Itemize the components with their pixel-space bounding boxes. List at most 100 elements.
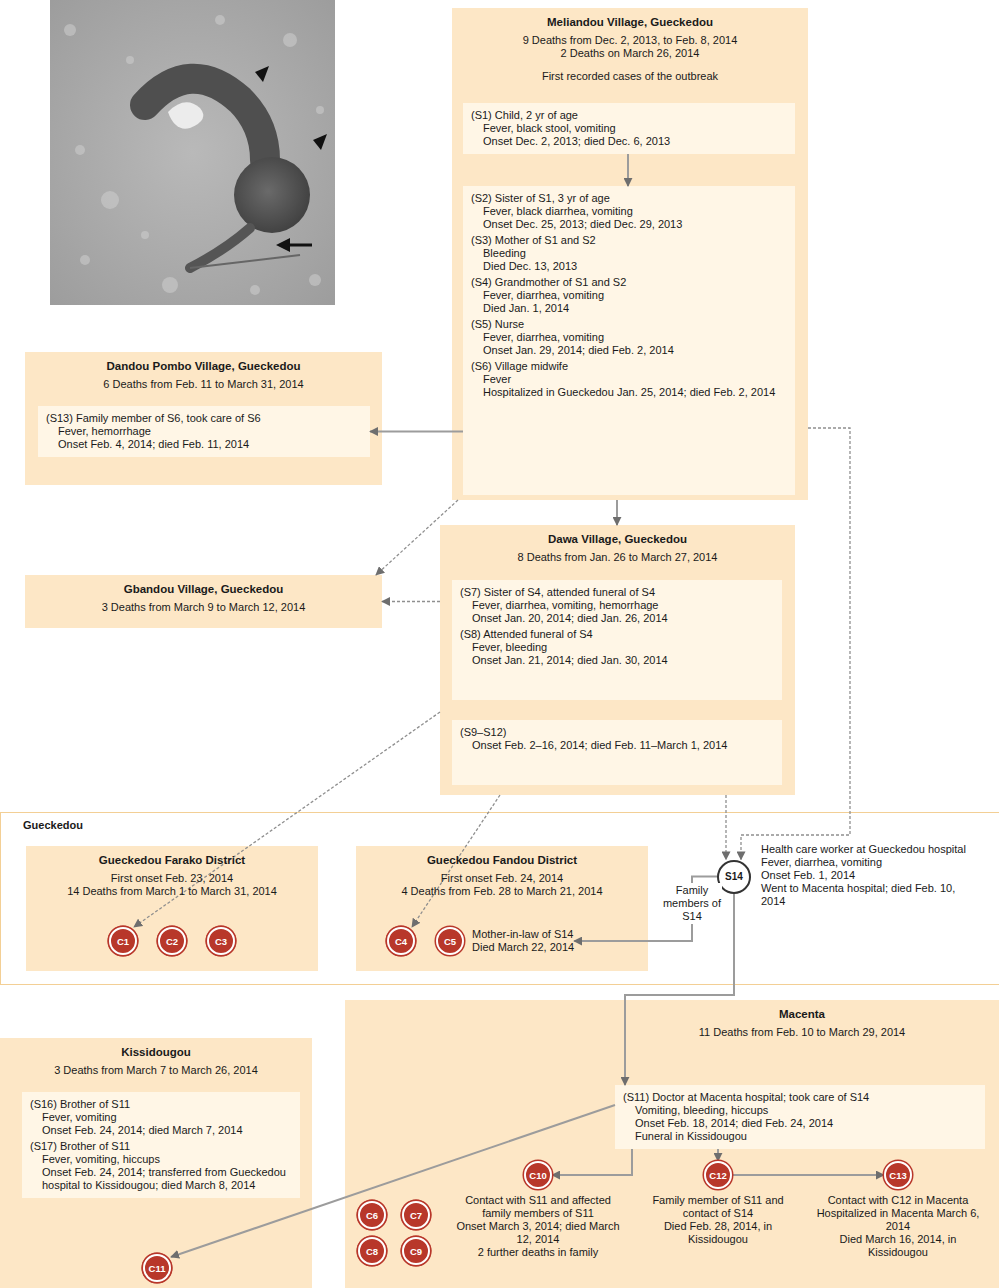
case-detail: Fever, diarrhea, vomiting	[761, 856, 976, 869]
case-circle: C13Contact with C12 in MacentaHospitaliz…	[813, 1161, 983, 1259]
case-detail: Died March 22, 2014	[472, 941, 574, 954]
case-label: (S16) Brother of S11	[30, 1098, 292, 1111]
case-detail: Onset Feb. 2–16, 2014; died Feb. 11–Marc…	[460, 739, 774, 752]
case-detail: Funeral in Kissidougou	[623, 1130, 977, 1143]
case-detail: Died Jan. 1, 2014	[471, 302, 787, 315]
case-description: Contact with S11 and affected family mem…	[453, 1194, 623, 1259]
case-detail: Contact with C12 in Macenta	[813, 1194, 983, 1207]
case-number: C10	[524, 1161, 552, 1189]
case-label: (S3) Mother of S1 and S2	[471, 234, 787, 247]
case-detail: Onset Feb. 24, 2014; transferred from Gu…	[30, 1166, 292, 1192]
case-circle: C2	[158, 927, 186, 955]
case-detail: Fever, diarrhea, vomiting, hemorrhage	[460, 599, 774, 612]
case-detail: Fever, bleeding	[460, 641, 774, 654]
case-box: (S7) Sister of S4, attended funeral of S…	[452, 580, 782, 700]
case-detail: Died Dec. 13, 2013	[471, 260, 787, 273]
case-detail: Fever, diarrhea, vomiting	[471, 289, 787, 302]
box-note: 2 Deaths on March 26, 2014	[462, 47, 798, 60]
arrowhead-marks	[255, 66, 327, 252]
case-box: (S9–S12)Onset Feb. 2–16, 2014; died Feb.…	[452, 720, 782, 785]
connector	[616, 500, 618, 525]
town-box: Kissidougou3 Deaths from March 7 to Marc…	[0, 1038, 312, 1288]
case-detail: Onset March 3, 2014; died March 12, 2014	[453, 1220, 623, 1246]
case-label: (S5) Nurse	[471, 318, 787, 331]
case-number: C6	[358, 1201, 386, 1229]
case-detail: Fever, hemorrhage	[46, 425, 362, 438]
district-box: Gueckedou Farako DistrictFirst onset Feb…	[26, 846, 318, 971]
case-circle: C9	[402, 1237, 430, 1265]
case-detail: Onset Jan. 21, 2014; died Jan. 30, 2014	[460, 654, 774, 667]
case-box: (S11) Doctor at Macenta hospital; took c…	[615, 1085, 985, 1149]
case-number: C2	[158, 927, 186, 955]
case-circle: C12Family member of S11 and contact of S…	[643, 1161, 793, 1246]
micrograph	[50, 0, 335, 305]
case-detail: Bleeding	[471, 247, 787, 260]
box-note: 6 Deaths from Feb. 11 to March 31, 2014	[35, 378, 372, 391]
micrograph-ground	[50, 0, 335, 305]
box-heading: Macenta	[615, 1008, 989, 1021]
case-box: (S16) Brother of S11Fever, vomitingOnset…	[22, 1092, 300, 1198]
case-detail: Onset Jan. 20, 2014; died Jan. 26, 2014	[460, 612, 774, 625]
edge-label: Family members of S14	[662, 883, 722, 924]
case-number: C5	[436, 927, 464, 955]
village-box: Meliandou Village, Gueckedou9 Deaths fro…	[452, 8, 808, 500]
case-circle: C1	[109, 927, 137, 955]
case-label: (S1) Child, 2 yr of age	[471, 109, 787, 122]
case-number: C11	[143, 1254, 171, 1282]
connector	[370, 431, 463, 433]
box-heading: Dandou Pombo Village, Gueckedou	[35, 360, 372, 373]
case-label: (S13) Family member of S6, took care of …	[46, 412, 362, 425]
case-detail: Fever, diarrhea, vomiting	[471, 331, 787, 344]
case-label: (S2) Sister of S1, 3 yr of age	[471, 192, 787, 205]
case-label: (S4) Grandmother of S1 and S2	[471, 276, 787, 289]
case-label: (S8) Attended funeral of S4	[460, 628, 774, 641]
case-label: (S7) Sister of S4, attended funeral of S…	[460, 586, 774, 599]
box-note: 4 Deaths from Feb. 28 to March 21, 2014	[366, 885, 638, 898]
case-circle: C7	[402, 1201, 430, 1229]
case-detail: Contact with S11 and affected family mem…	[453, 1194, 623, 1220]
case-detail: Onset Feb. 1, 2014	[761, 869, 976, 882]
case-number: C8	[358, 1237, 386, 1265]
case-detail: Died Feb. 28, 2014, in Kissidougou	[643, 1220, 793, 1246]
case-number: C4	[387, 927, 415, 955]
case-circle: C4	[387, 927, 415, 955]
village-box: Dawa Village, Gueckedou8 Deaths from Jan…	[440, 525, 795, 795]
case-circle: C8	[358, 1237, 386, 1265]
case-circle: C6	[358, 1201, 386, 1229]
district-box: Gueckedou Fandou DistrictFirst onset Feb…	[356, 846, 648, 971]
case-detail: Onset Feb. 24, 2014; died March 7, 2014	[30, 1124, 292, 1137]
box-note: 11 Deaths from Feb. 10 to March 29, 2014	[615, 1026, 989, 1039]
case-circle: C3	[207, 927, 235, 955]
case-box: (S13) Family member of S6, took care of …	[38, 406, 370, 457]
case-detail: Fever, black stool, vomiting	[471, 122, 787, 135]
case-number: C7	[402, 1201, 430, 1229]
box-heading: Kissidougou	[10, 1046, 302, 1059]
case-number: C3	[207, 927, 235, 955]
case-detail: 2 further deaths in family	[453, 1246, 623, 1259]
box-heading: Gbandou Village, Gueckedou	[35, 583, 372, 596]
case-box: (S2) Sister of S1, 3 yr of ageFever, bla…	[463, 186, 795, 495]
case-number: C1	[109, 927, 137, 955]
case-number: S14	[717, 860, 751, 894]
region-label: Gueckedou	[23, 819, 977, 832]
case-description: Family member of S11 and contact of S14D…	[643, 1194, 793, 1246]
box-note: First onset Feb. 23, 2014	[36, 872, 308, 885]
box-heading: Dawa Village, Gueckedou	[450, 533, 785, 546]
case-detail: Mother-in-law of S14	[472, 928, 574, 941]
micrograph-texture	[64, 15, 324, 295]
case-circle: C10Contact with S11 and affected family …	[453, 1161, 623, 1259]
dashed-connector	[382, 601, 440, 602]
case-number: C13	[884, 1161, 912, 1189]
box-note: 9 Deaths from Dec. 2, 2013, to Feb. 8, 2…	[462, 34, 798, 47]
case-circle: C5 Mother-in-law of S14Died March 22, 201…	[436, 927, 574, 955]
case-label: (S11) Doctor at Macenta hospital; took c…	[623, 1091, 977, 1104]
case-detail: Onset Feb. 4, 2014; died Feb. 11, 2014	[46, 438, 362, 451]
case-detail: Vomiting, bleeding, hiccups	[623, 1104, 977, 1117]
case-number: C12	[704, 1161, 732, 1189]
village-box: Gbandou Village, Gueckedou3 Deaths from …	[25, 575, 382, 628]
case-label: (S17) Brother of S11	[30, 1140, 292, 1153]
case-detail: Onset Dec. 2, 2013; died Dec. 6, 2013	[471, 135, 787, 148]
case-box: (S1) Child, 2 yr of ageFever, black stoo…	[463, 103, 795, 154]
case-detail: Hospitalized in Macenta March 6, 2014	[813, 1207, 983, 1233]
case-circle: C11	[143, 1254, 171, 1282]
